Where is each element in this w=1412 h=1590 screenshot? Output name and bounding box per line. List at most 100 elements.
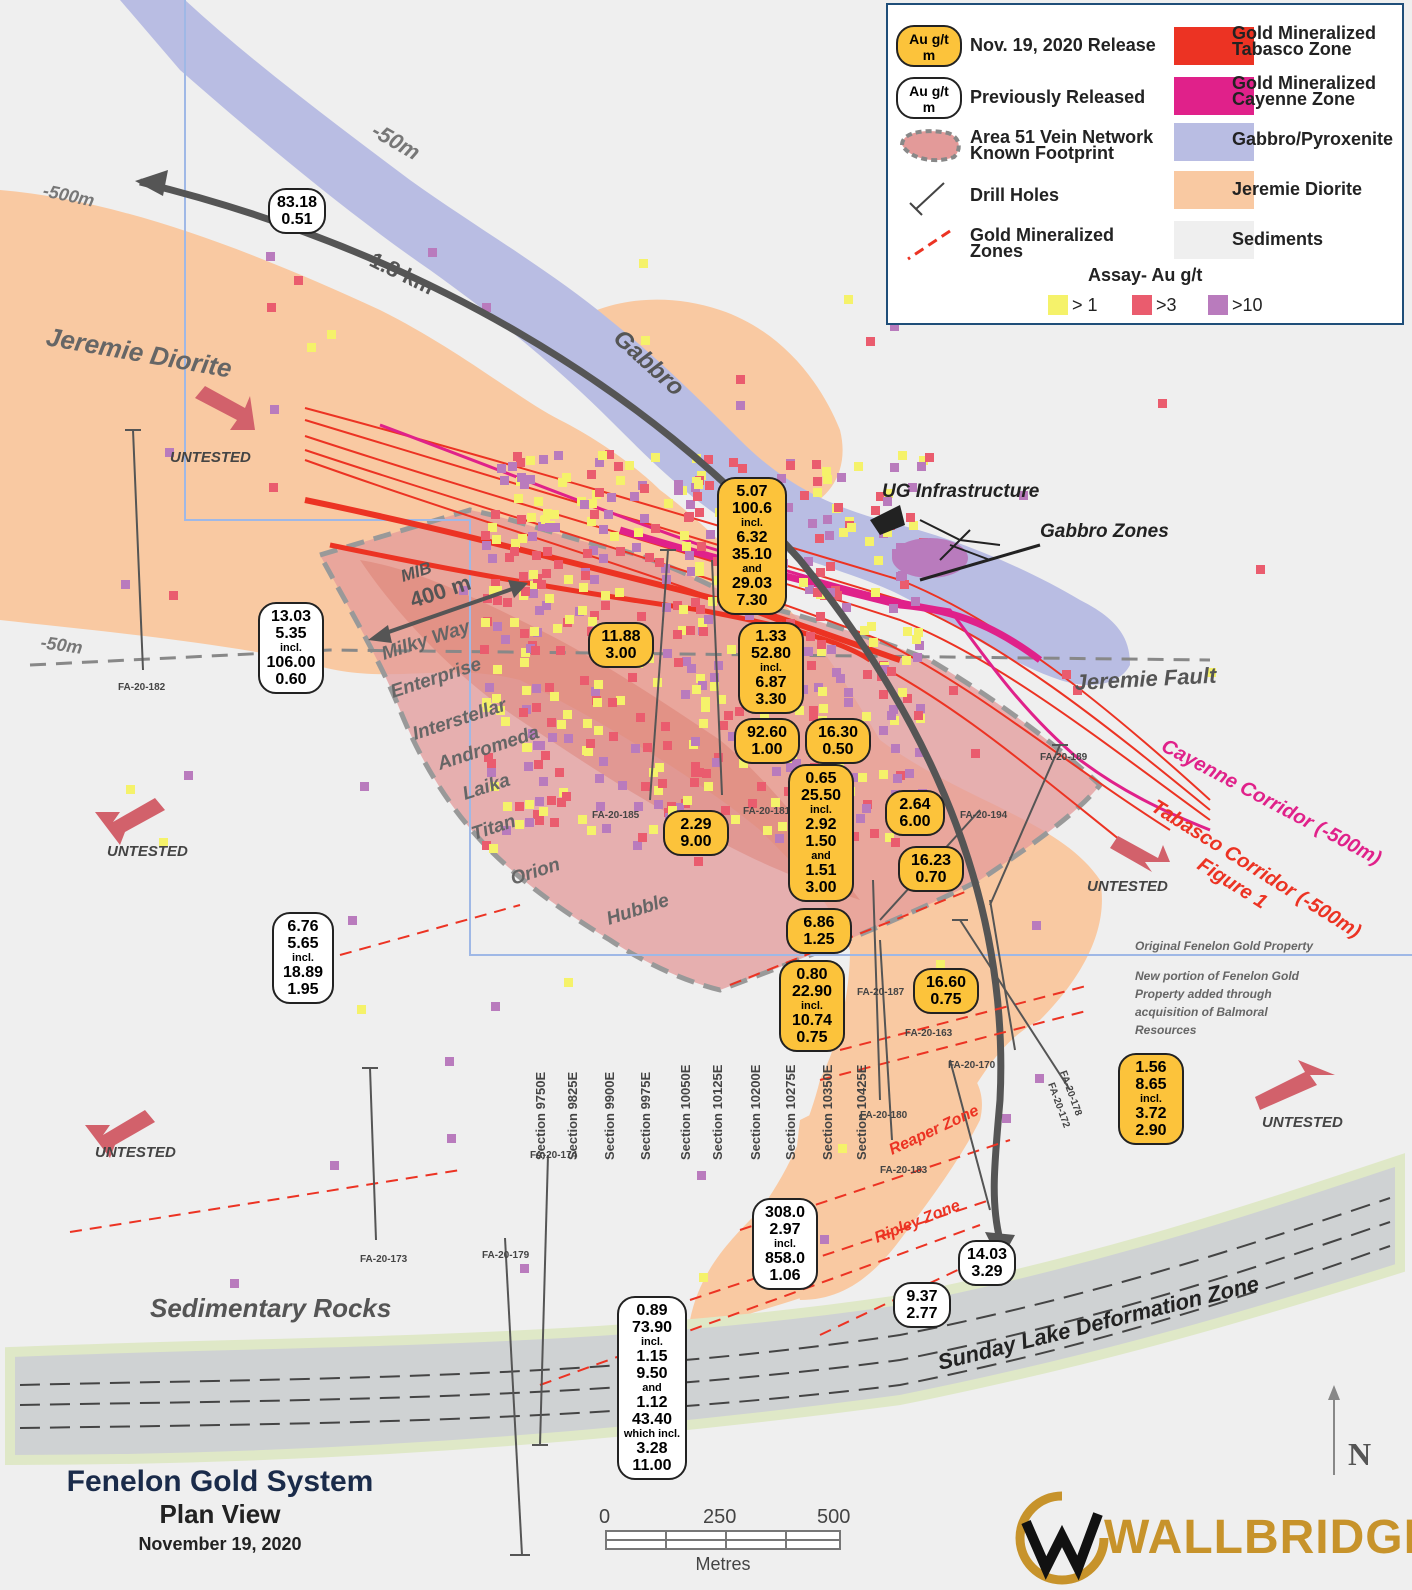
assay-point [511, 539, 520, 548]
assay-point [736, 375, 745, 384]
assay-point [547, 796, 556, 805]
assay-point [526, 475, 535, 484]
legend-new-pill-bottom: m [922, 47, 936, 63]
assay-pill-line: 1.15 [636, 1348, 668, 1365]
assay-point [591, 687, 600, 696]
assay-point [685, 551, 694, 560]
assay-point [729, 458, 738, 467]
assay-point [533, 810, 542, 819]
assay-point [563, 710, 572, 719]
assay-point [532, 684, 541, 693]
assay-point [526, 456, 535, 465]
assay-pill-line: 0.50 [822, 741, 854, 758]
assay-point [914, 711, 923, 720]
assay-point [883, 528, 892, 537]
assay-point [588, 499, 597, 508]
assay-point [501, 635, 510, 644]
assay-point [826, 588, 835, 597]
assay-point [915, 641, 924, 650]
assay-point [594, 680, 603, 689]
assay-point [699, 1273, 708, 1282]
assay-point [639, 259, 648, 268]
assay-point [714, 661, 723, 670]
assay-pill-line: 0.60 [275, 671, 307, 688]
assay-point [545, 683, 554, 692]
assay-pill-line: 16.30 [817, 724, 859, 741]
drill-hole-label: FA-20-181 [743, 806, 791, 817]
assay-point [578, 606, 587, 615]
assay-point [760, 712, 769, 721]
assay-point [806, 632, 815, 641]
assay-point [515, 820, 524, 829]
assay-point [615, 588, 624, 597]
assay-point [871, 506, 880, 515]
assay-pill-line: 6.76 [287, 918, 319, 935]
assay-point [905, 769, 914, 778]
assay-point [890, 463, 899, 472]
assay-point [587, 517, 596, 526]
assay-point [925, 453, 934, 462]
assay-point [631, 744, 640, 753]
assay-point [503, 802, 512, 811]
label-original-property: Original Fenelon Gold Property [1135, 939, 1314, 953]
assay-point [757, 782, 766, 791]
drill-hole-label: FA-20-187 [857, 987, 905, 998]
assay-point [524, 762, 533, 771]
assay-point [488, 554, 497, 563]
assay-point [528, 729, 537, 738]
legend-prev-pill-top: Au g/t [909, 83, 949, 99]
assay-pill-line: incl. [759, 662, 782, 674]
assay-point [903, 627, 912, 636]
assay-pill-line: 6.87 [755, 674, 787, 691]
assay-point [447, 1134, 456, 1143]
assay-point [500, 476, 509, 485]
assay-point [890, 716, 899, 725]
assay-point [649, 768, 658, 777]
assay-point [1035, 1074, 1044, 1083]
assay-pill-line: 16.60 [925, 974, 967, 991]
assay-point [482, 541, 491, 550]
ug-infrastructure [870, 505, 1041, 582]
assay-point [547, 718, 556, 727]
assay-point [879, 770, 888, 779]
assay-point [847, 523, 856, 532]
assay-point [813, 477, 822, 486]
assay-point [710, 673, 719, 682]
assay-point [641, 336, 650, 345]
assay-point [562, 473, 571, 482]
assay-point [630, 492, 639, 501]
assay-point [694, 857, 703, 866]
assay-point [763, 826, 772, 835]
assay-point [917, 462, 926, 471]
assay-point [595, 774, 604, 783]
assay-pill-line: and [642, 1382, 662, 1394]
assay-point [879, 726, 888, 735]
assay-pill-line: 0.89 [636, 1302, 668, 1319]
assay-point [614, 462, 623, 471]
assay-point [832, 668, 841, 677]
assay-point [590, 510, 599, 519]
assay-point [269, 483, 278, 492]
assay-point [616, 547, 625, 556]
assay-point [836, 674, 845, 683]
assay-point [586, 739, 595, 748]
assay-pill-line: 6.32 [736, 529, 768, 546]
assay-point [867, 622, 876, 631]
assay-point [510, 618, 519, 627]
legend-sediments-label: Sediments [1232, 229, 1324, 249]
assay-pill-line: 3.28 [636, 1440, 668, 1457]
assay-point [903, 694, 912, 703]
assay-point [508, 462, 517, 471]
assay-point [599, 757, 608, 766]
assay-point [558, 478, 567, 487]
assay-point [844, 698, 853, 707]
assay-point [529, 589, 538, 598]
